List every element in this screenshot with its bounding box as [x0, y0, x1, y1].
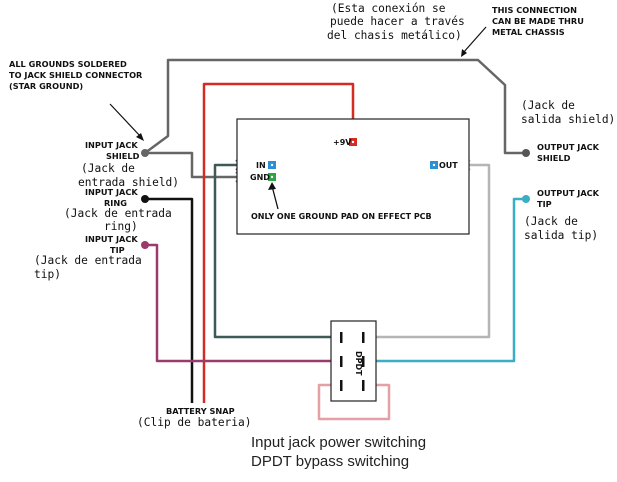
dpdt-lug-3 [340, 356, 343, 367]
pad-in-dot [270, 163, 274, 167]
caption-line-1: Input jack power switching [251, 434, 426, 451]
pin-9v-label: +9V [333, 138, 352, 147]
chassis-pointer-line [462, 26, 487, 54]
chassis-note-es-1: (Esta conexión se [331, 2, 446, 15]
dpdt-lug-5 [340, 380, 343, 391]
input-ring-es-1: (Jack de entrada [64, 207, 172, 220]
dpdt-label: DPDT [354, 351, 363, 376]
pad-9v-dot [351, 140, 355, 144]
ring-wire [145, 197, 194, 403]
output-tip-wire [362, 197, 524, 363]
input-shield-terminal [141, 149, 149, 157]
input-ring-terminal [141, 195, 149, 203]
ground-note-2: TO JACK SHIELD CONNECTOR [9, 70, 143, 80]
input-shield-label-1: INPUT JACK [85, 140, 138, 150]
ground-note-arrowhead-icon [136, 133, 144, 141]
pin-gnd-label: GND [250, 173, 270, 182]
chassis-note-es-2: puede hacer a través [330, 15, 465, 28]
output-shield-es-2: salida shield) [521, 113, 615, 126]
one-ground-note: ONLY ONE GROUND PAD ON EFFECT PCB [251, 212, 432, 221]
output-tip-es-2: salida tip) [524, 229, 598, 242]
ground-pointer-arrowhead-icon [268, 182, 276, 190]
battery-snap-label: BATTERY SNAP [166, 406, 235, 416]
dpdt-lug-6 [362, 380, 365, 391]
pcb-in-wire [213, 163, 342, 339]
power-wire [202, 82, 355, 403]
input-tip-label-2: TIP [110, 245, 125, 255]
dpdt-switch [330, 320, 377, 402]
output-shield-terminal [522, 149, 530, 157]
output-shield-es-1: (Jack de [521, 99, 575, 112]
chassis-pointer-arrowhead-icon [461, 49, 467, 57]
input-ring-es-2: ring) [104, 220, 138, 233]
pad-out-dot [432, 163, 436, 167]
dpdt-lug-4 [362, 356, 365, 367]
input-ring-label-2: RING [104, 198, 127, 208]
chassis-note-es-3: del chasis metálico) [327, 29, 462, 42]
input-shield-es-2: entrada shield) [78, 176, 179, 189]
chassis-note-en-1: THIS CONNECTION [492, 5, 577, 15]
output-shield-label-2: SHIELD [537, 153, 571, 163]
input-ring-label-1: INPUT JACK [85, 187, 138, 197]
pin-in-label: IN [256, 161, 266, 170]
output-shield-label-1: OUTPUT JACK [537, 142, 600, 152]
switch-loop-wire [317, 383, 391, 421]
output-tip-es-1: (Jack de [524, 215, 578, 228]
input-tip-terminal [141, 241, 149, 249]
input-shield-label-2: SHIELD [106, 151, 140, 161]
ground-wire-chassis [144, 58, 524, 155]
dpdt-lug-1 [340, 332, 343, 343]
chassis-note-en-2: CAN BE MADE THRU [492, 16, 584, 26]
pcb-out-wire [362, 163, 491, 339]
pad-gnd-dot [270, 175, 274, 179]
input-tip-es-2: tip) [34, 268, 61, 281]
ground-wire-pcb [145, 151, 246, 179]
input-tip-wire [145, 243, 342, 363]
input-shield-es-1: (Jack de [81, 162, 135, 175]
caption-line-2: DPDT bypass switching [251, 453, 409, 470]
output-tip-label-1: OUTPUT JACK [537, 188, 600, 198]
ground-note-pointer-line [109, 103, 142, 138]
output-tip-terminal [522, 195, 530, 203]
battery-snap-es: (Clip de bateria) [137, 416, 252, 429]
ground-note-3: (STAR GROUND) [9, 81, 83, 91]
input-tip-label-1: INPUT JACK [85, 234, 138, 244]
ground-pointer-line [271, 185, 279, 210]
pin-out-label: OUT [439, 161, 458, 170]
chassis-note-en-3: METAL CHASSIS [492, 27, 565, 37]
input-tip-es-1: (Jack de entrada [34, 254, 142, 267]
output-tip-label-2: TIP [537, 199, 552, 209]
dpdt-lug-2 [362, 332, 365, 343]
ground-note-1: ALL GROUNDS SOLDERED [9, 59, 127, 69]
